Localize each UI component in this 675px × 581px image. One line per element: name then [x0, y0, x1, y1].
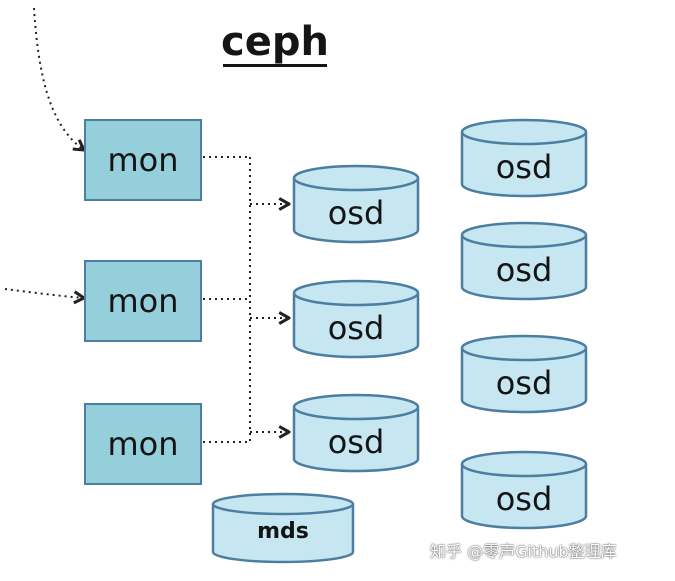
cylinder-shape [292, 164, 420, 244]
mds-label: mds [257, 519, 309, 544]
osd-node-5: osd [460, 221, 588, 301]
cylinder-shape [460, 221, 588, 301]
osd-label: osd [495, 480, 553, 518]
diagram-title: ceph [221, 19, 329, 65]
osd-label: osd [495, 364, 553, 402]
title-underline [223, 64, 327, 67]
osd-node-2: osd [292, 279, 420, 359]
mds-node: mds [211, 492, 355, 564]
cylinder-shape [460, 334, 588, 414]
incoming-arrow-mon-2 [4, 288, 86, 305]
watermark-text: 知乎 @零声Github整理库 [430, 542, 617, 561]
cylinder-shape [460, 450, 588, 530]
osd-node-1: osd [292, 164, 420, 244]
osd-label: osd [327, 309, 385, 347]
osd-label: osd [495, 148, 553, 186]
osd-label: osd [495, 251, 553, 289]
mon-node-2: mon [84, 260, 202, 342]
osd-node-6: osd [460, 334, 588, 414]
cylinder-shape [292, 279, 420, 359]
osd-node-4: osd [460, 118, 588, 198]
cylinder-shape [211, 492, 355, 564]
cylinder-shape [460, 118, 588, 198]
cylinder-shape [292, 393, 420, 473]
mon-node-1: mon [84, 119, 202, 201]
incoming-arrow-mon-1 [33, 7, 86, 152]
osd-node-7: osd [460, 450, 588, 530]
osd-label: osd [327, 194, 385, 232]
osd-label: osd [327, 423, 385, 461]
mon-node-3: mon [84, 403, 202, 485]
osd-node-3: osd [292, 393, 420, 473]
